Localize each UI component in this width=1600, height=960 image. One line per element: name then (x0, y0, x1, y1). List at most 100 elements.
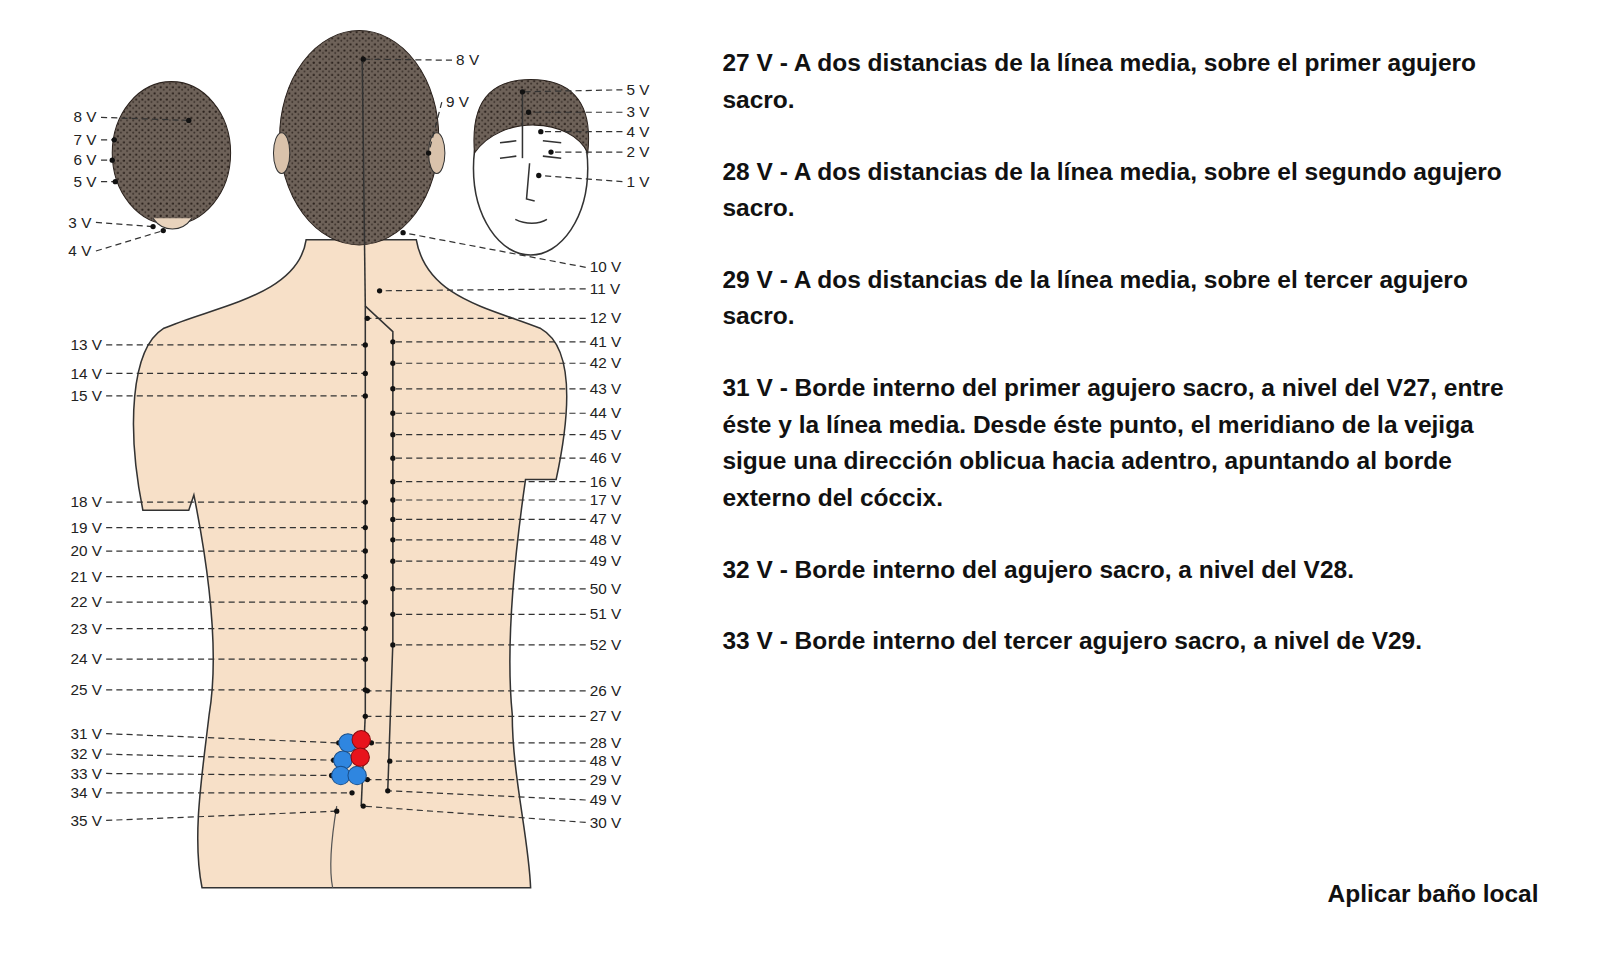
neck-small (153, 218, 192, 229)
callout-number: 1 V (627, 173, 650, 189)
callout-number: 17 V (590, 492, 621, 508)
callout-number: 3 V (627, 104, 650, 120)
callout-number: 21 V (70, 568, 101, 584)
leader-line (106, 659, 365, 660)
callout-number: 47 V (590, 511, 621, 527)
leader-line (106, 773, 332, 775)
leader-line (393, 499, 586, 500)
leader-line (393, 539, 586, 540)
callout-number: 19 V (70, 519, 101, 535)
acupoint-dot (390, 432, 395, 437)
callout-number: 46 V (590, 450, 621, 466)
acupoint-dot (520, 89, 525, 94)
callout-number: 24 V (70, 651, 101, 667)
leader-line (393, 481, 586, 482)
acupoint-dot (363, 626, 368, 631)
acupoint-dot (390, 517, 395, 522)
leader-line (106, 501, 365, 502)
leader-line (393, 644, 586, 645)
leader-line (363, 806, 585, 822)
leader-line (96, 222, 153, 226)
point-description: 31 V - Borde interno del primer agujero … (722, 369, 1538, 516)
acupoint-dot (334, 809, 339, 814)
leader-line (393, 458, 586, 459)
head-back (280, 31, 439, 245)
callout-number: 25 V (70, 682, 101, 698)
callout-number: 18 V (70, 494, 101, 510)
callout-number: 13 V (70, 337, 101, 353)
acupoint-dot (426, 150, 431, 155)
callout-number: 32 V (70, 746, 101, 762)
acupoint-dot (390, 497, 395, 502)
callout-number: 16 V (590, 473, 621, 489)
instruction-note: Aplicar baño local (1328, 880, 1539, 909)
callout-number: 15 V (70, 388, 101, 404)
acupoint-dot (538, 129, 543, 134)
callout-number: 30 V (590, 814, 621, 830)
meridian-line (365, 306, 367, 714)
acupoint-dot (390, 456, 395, 461)
leader-line (390, 761, 586, 762)
leader-line (101, 117, 189, 120)
callout-number: 6 V (73, 152, 96, 168)
leader-line (403, 233, 586, 268)
acupoint-dot (390, 642, 395, 647)
callout-number: 28 V (590, 735, 621, 751)
leader-line (106, 754, 334, 760)
leader-line (367, 779, 585, 780)
callout-number: 29 V (590, 771, 621, 787)
callout-number: 5 V (627, 82, 650, 98)
leader-line (529, 112, 623, 113)
acupoint-dot (548, 149, 553, 154)
acupoint-dot (536, 173, 541, 178)
acupoint-dot (390, 586, 395, 591)
leader-line (393, 413, 586, 414)
acupoint-dot (363, 599, 368, 604)
leader-line (380, 289, 586, 291)
acupoint-dot (390, 537, 395, 542)
acupoint-dot (363, 714, 368, 719)
acupoint-dot (363, 657, 368, 662)
point-blue (348, 766, 366, 784)
leader-line (106, 344, 365, 345)
point-red (351, 748, 369, 766)
point-description: 29 V - A dos distancias de la línea medi… (722, 261, 1538, 334)
leader-line (541, 131, 623, 132)
callout-number: 7 V (73, 132, 96, 148)
leader-line (106, 811, 337, 820)
leader-line (106, 792, 352, 793)
meridian-line (365, 306, 393, 791)
acupoint-dot (390, 386, 395, 391)
point-red (352, 731, 370, 749)
acupoint-dot (390, 479, 395, 484)
leader-line (106, 689, 365, 690)
leader-line (367, 318, 585, 319)
callout-number: 10 V (590, 259, 621, 275)
callout-number: 20 V (70, 543, 101, 559)
leader-line (393, 561, 586, 562)
callout-number: 44 V (590, 405, 621, 421)
callout-number: 2 V (627, 144, 650, 160)
leader-line (393, 519, 586, 520)
acupoint-dot (385, 788, 390, 793)
leader-line (106, 628, 365, 629)
leader-lines (96, 57, 623, 823)
acupoint-dot (363, 342, 368, 347)
acupoint-dot (113, 179, 118, 184)
leader-line (388, 791, 586, 800)
callout-number: 33 V (70, 765, 101, 781)
callout-number: 35 V (70, 812, 101, 828)
leader-line (393, 388, 586, 389)
leader-line (96, 231, 163, 251)
callout-number: 9 V (446, 94, 469, 110)
acupoint-dot (361, 57, 366, 62)
leader-line (371, 742, 585, 743)
leader-line (106, 550, 365, 551)
acupoint-dot (390, 559, 395, 564)
leader-line (367, 690, 585, 691)
acupoint-dot (361, 803, 366, 808)
acupoint-dot (112, 137, 117, 142)
callout-number: 41 V (590, 334, 621, 350)
